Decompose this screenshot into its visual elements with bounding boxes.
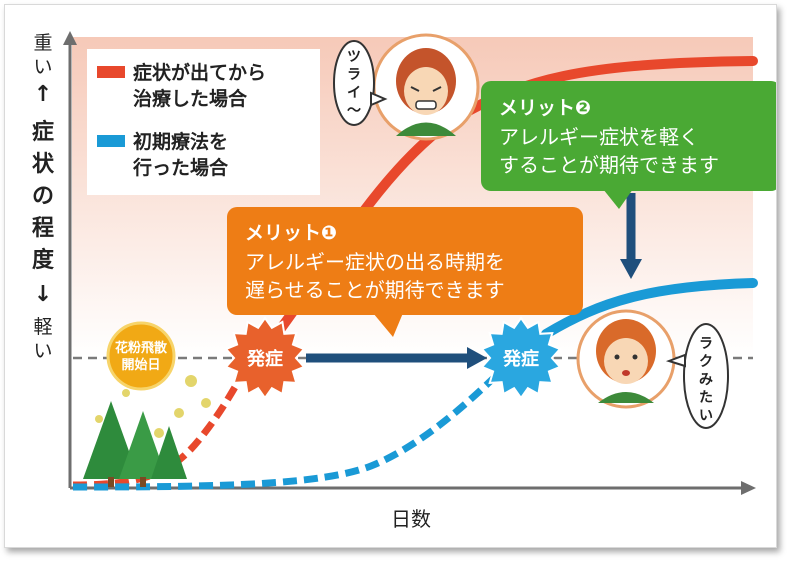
- onset-burst-late: 発症: [224, 316, 306, 400]
- legend-swatch-late: [97, 66, 125, 78]
- pollen-badge-line2: 開始日: [121, 357, 160, 373]
- y-axis-title-char2: 状: [32, 152, 55, 177]
- merit2-line2: することが期待できます: [499, 153, 719, 177]
- reduce-arrow-head: [620, 259, 642, 279]
- y-axis-title-char3: の: [32, 184, 54, 209]
- y-axis-top-char2: い: [33, 56, 52, 78]
- suffering-person-illustration: [372, 33, 480, 141]
- relieved-speech-char3: み: [699, 372, 713, 388]
- cedar-trees-illustration: [83, 375, 211, 487]
- delay-arrow: [306, 347, 487, 369]
- x-axis-label: 日数: [391, 507, 431, 531]
- y-axis-bottom-char1: 軽: [33, 316, 52, 338]
- onset-burst-early: 発症: [480, 316, 562, 400]
- suffering-speech-char2: ラ: [347, 67, 361, 83]
- onset-burst-early-label: 発症: [502, 348, 539, 370]
- suffering-speech-char4: 〜: [347, 103, 361, 119]
- relieved-speech-char4: た: [699, 390, 713, 406]
- merit2-title: メリット❷: [499, 97, 591, 119]
- y-axis-title-char5: 度: [32, 247, 55, 273]
- merit1-line2: 遅らせることが期待できます: [245, 278, 505, 302]
- y-axis-title-char4: 程: [32, 216, 54, 241]
- relieved-speech-char5: い: [699, 408, 713, 424]
- legend-swatch-early: [97, 135, 125, 147]
- merit2-pointer: [603, 189, 633, 209]
- symptom-timeline-diagram: 花粉飛散 開始日 発症 発症 症状が出てから 治療した場合 初期療法を 行った場…: [32, 31, 781, 531]
- merit2-line1: アレルギー症状を軽く: [499, 125, 699, 149]
- curve-late-treatment-dashed: [72, 356, 255, 489]
- y-axis-down-arrow: ↓: [34, 282, 52, 307]
- pollen-badge-line1: 花粉飛散: [115, 340, 168, 356]
- y-axis-bottom-char2: い: [33, 340, 52, 362]
- y-axis-labels: 重 い ↑ 症 状 の 程 度 ↓ 軽 い: [32, 32, 55, 362]
- legend-early-line2: 行った場合: [132, 156, 229, 179]
- y-axis-top-char1: 重: [33, 32, 52, 54]
- pollen-start-badge: 花粉飛散 開始日: [106, 321, 176, 391]
- y-axis-title-char1: 症: [32, 119, 54, 145]
- x-axis-arrowhead: [741, 481, 756, 495]
- suffering-speech-char3: イ: [347, 85, 361, 101]
- merit1-line1: アレルギー症状の出る時期を: [245, 250, 505, 274]
- illustration-card: 花粉飛散 開始日 発症 発症 症状が出てから 治療した場合 初期療法を 行った場…: [4, 4, 781, 548]
- legend-early-line1: 初期療法を: [133, 130, 228, 153]
- onset-burst-late-label: 発症: [246, 348, 283, 370]
- legend-late-line1: 症状が出てから: [133, 61, 266, 84]
- merit1-callout: メリット❶ アレルギー症状の出る時期を 遅らせることが期待できます: [227, 207, 583, 337]
- merit2-box: [481, 81, 781, 191]
- y-axis-arrowhead: [63, 31, 77, 45]
- merit1-pointer: [373, 313, 403, 337]
- merit1-box: [227, 207, 583, 315]
- suffering-speech-bubble: ツ ラ イ 〜: [333, 40, 388, 126]
- legend-late-line2: 治療した場合: [133, 87, 248, 110]
- merit1-title: メリット❶: [245, 222, 337, 244]
- reduce-arrow: [620, 193, 642, 279]
- curve-early-therapy-dashed: [72, 358, 514, 491]
- delay-arrow-head: [467, 347, 487, 369]
- relieved-speech-bubble: ラ ク み た い: [665, 323, 729, 429]
- legend: 症状が出てから 治療した場合 初期療法を 行った場合: [87, 49, 320, 195]
- legend-box: [87, 49, 320, 195]
- relieved-speech-char2: ク: [699, 354, 713, 370]
- y-axis-up-arrow: ↑: [34, 82, 52, 107]
- relieved-speech-char1: ラ: [699, 336, 713, 352]
- suffering-speech-char1: ツ: [347, 49, 361, 65]
- merit2-callout: メリット❷ アレルギー症状を軽く することが期待できます: [481, 81, 781, 209]
- relieved-person-illustration: [576, 309, 676, 409]
- curve-early-therapy: [541, 278, 758, 339]
